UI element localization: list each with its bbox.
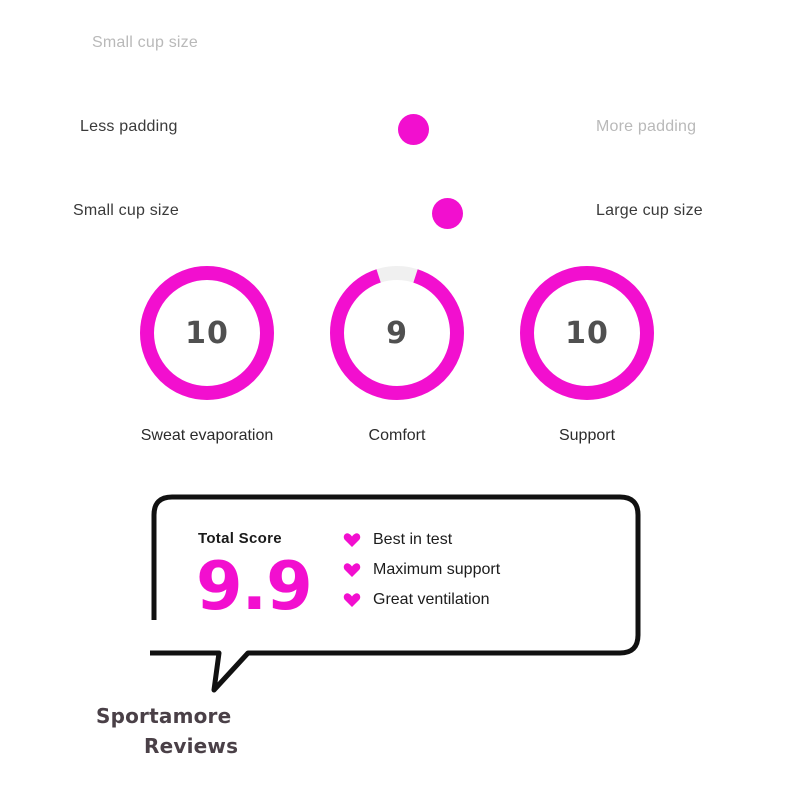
- heart-icon: [343, 563, 361, 577]
- heart-icon: [343, 533, 361, 547]
- rating-gauge-sweat: 10: [139, 265, 275, 401]
- gauge-value: 10: [565, 315, 609, 351]
- gauge-arc: [140, 266, 274, 400]
- slider-right-label: More padding: [596, 118, 697, 135]
- feature-item: Great ventilation: [343, 591, 490, 609]
- gauge-value: 10: [185, 315, 229, 351]
- feature-label: Best in test: [373, 531, 453, 548]
- slider-right-label: Large cup size: [596, 202, 703, 219]
- gauge-ring: [140, 266, 274, 400]
- slider-handle[interactable]: [432, 198, 463, 229]
- gauge-label-sweat: Sweat evaporation: [140, 427, 274, 444]
- brand-subtitle: Reviews: [144, 734, 239, 758]
- gauge-value: 9: [386, 315, 408, 351]
- gauge-ring: [330, 266, 464, 400]
- gauge-ring: [520, 266, 654, 400]
- feature-item: Maximum support: [343, 561, 500, 579]
- slider-left-label: Small cup size: [92, 34, 198, 51]
- total-score-value: 9.9: [196, 547, 313, 625]
- slider-left-label: Less padding: [80, 118, 178, 135]
- slider-handle[interactable]: [398, 114, 429, 145]
- slider-left-label: Small cup size: [73, 202, 179, 219]
- feature-label: Maximum support: [373, 561, 501, 578]
- gauge-arc: [330, 266, 464, 400]
- rating-gauge-comfort: 9: [329, 265, 465, 401]
- total-score-title: Total Score: [198, 530, 282, 547]
- rating-gauge-support: 10: [519, 265, 655, 401]
- brand-name: Sportamore: [96, 704, 232, 728]
- feature-item: Best in test: [343, 531, 452, 549]
- feature-label: Great ventilation: [373, 591, 490, 608]
- gauge-arc: [520, 266, 654, 400]
- heart-icon: [343, 593, 361, 607]
- gauge-label-comfort: Comfort: [368, 427, 426, 444]
- gauge-label-support: Support: [558, 427, 616, 444]
